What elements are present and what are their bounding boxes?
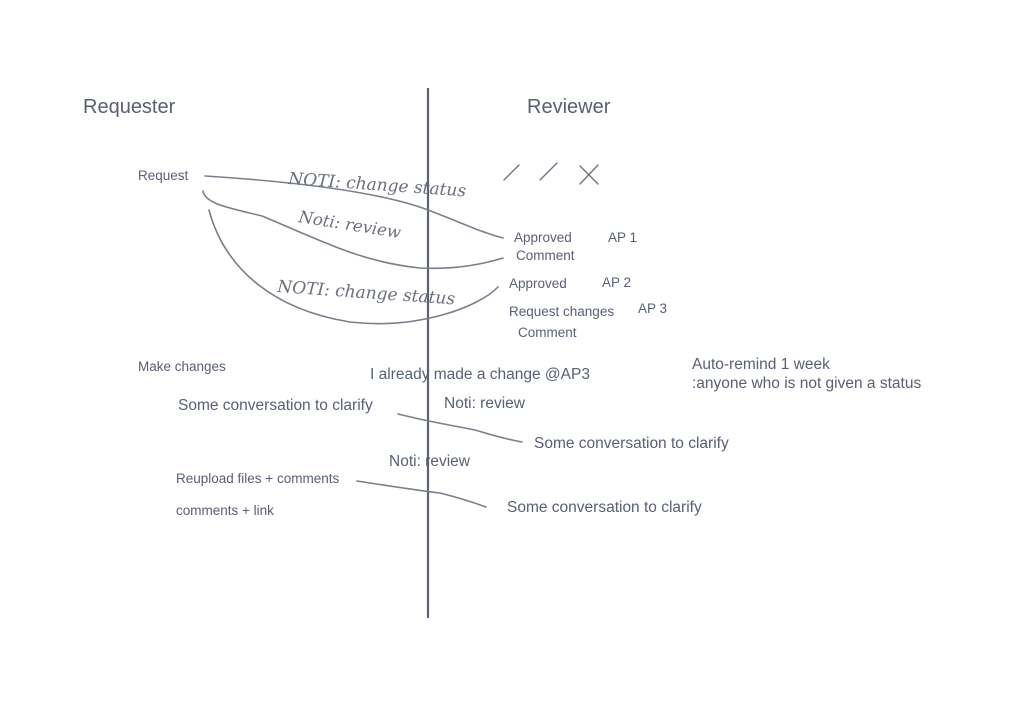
auto-remind-detail-label: :anyone who is not given a status	[692, 375, 922, 392]
noti-review-1-label: Noti: review	[444, 395, 525, 412]
make-changes-label: Make changes	[138, 359, 226, 374]
request-changes-label: Request changes	[509, 304, 615, 319]
check-slash-icon	[539, 162, 558, 181]
connector-request-comment	[202, 190, 504, 270]
ap3-label: AP 3	[638, 301, 668, 316]
connector-reupload-conversation	[356, 480, 487, 508]
requester-header: Requester	[83, 96, 176, 118]
connector-request-approved	[204, 175, 504, 239]
approved-1-label: Approved	[514, 230, 572, 245]
comment-1-label: Comment	[516, 248, 575, 263]
cross-icon	[579, 164, 599, 185]
already-changed-label: I already made a change @AP3	[370, 366, 590, 383]
connector-loop-approved2	[208, 209, 499, 325]
ap1-label: AP 1	[608, 230, 638, 245]
noti-review-2-label: Noti: review	[389, 453, 470, 470]
requester-conversation-label: Some conversation to clarify	[178, 397, 373, 414]
connector-conversation-1	[397, 413, 523, 443]
reupload-label: Reupload files + comments	[176, 471, 340, 486]
approved-2-label: Approved	[509, 276, 567, 291]
reviewer-conversation-2-label: Some conversation to clarify	[507, 499, 702, 516]
auto-remind-label: Auto-remind 1 week	[692, 356, 830, 373]
comments-link-label: comments + link	[176, 503, 274, 518]
ap2-label: AP 2	[602, 275, 632, 290]
request-label: Request	[138, 168, 189, 183]
comment-2-label: Comment	[518, 325, 577, 340]
reviewer-conversation-1-label: Some conversation to clarify	[534, 435, 729, 452]
check-slash-icon	[503, 164, 520, 181]
reviewer-header: Reviewer	[527, 96, 611, 118]
